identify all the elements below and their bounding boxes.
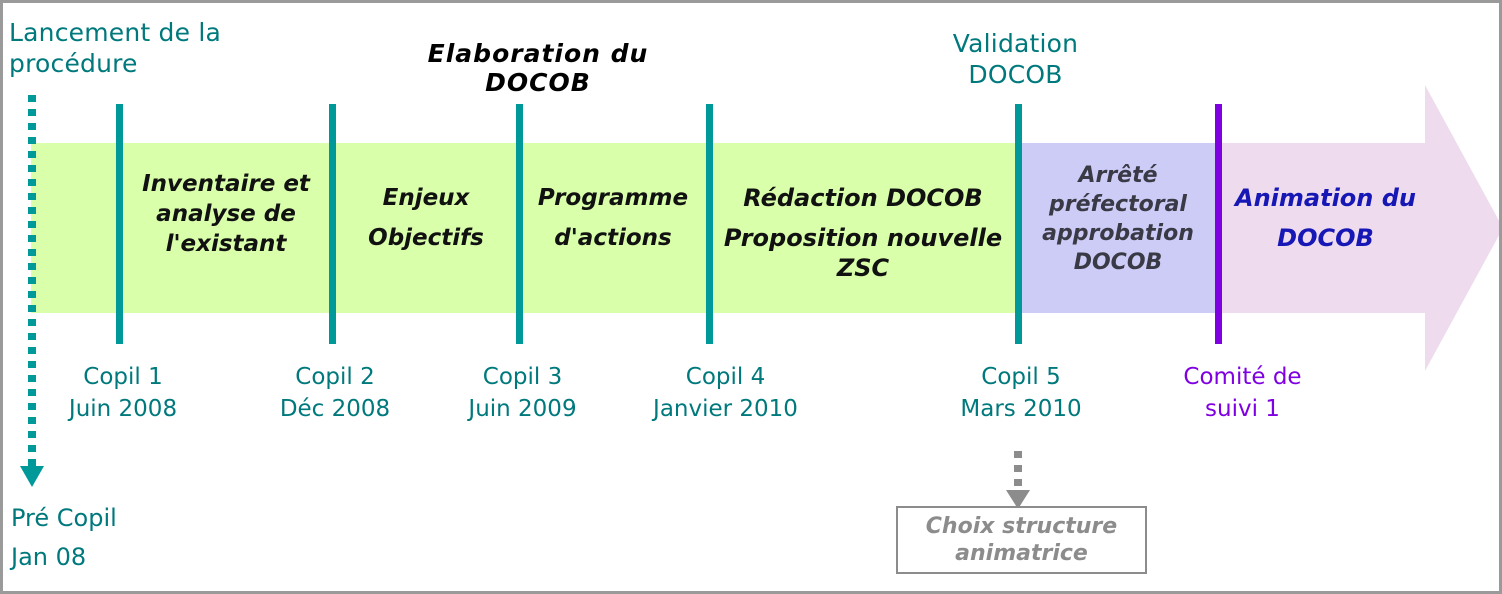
phase-line: l'existant	[165, 231, 287, 257]
phase-line: DOCOB	[1073, 250, 1163, 275]
phase-line: d'actions	[554, 225, 672, 251]
arrowhead-down-icon	[20, 466, 44, 487]
phase-spacer	[713, 213, 1013, 223]
milestone-date: suivi 1	[1205, 396, 1280, 422]
pre-copil-date: Jan 08	[11, 543, 87, 571]
phase-programme-actions: Programme d'actions	[523, 183, 703, 253]
milestone-label-copil-5: Copil 5 Mars 2010	[931, 361, 1111, 425]
phase-line: approbation	[1042, 221, 1194, 246]
elaboration-text: Elaboration du DOCOB	[427, 39, 649, 97]
phase-band-pink	[1218, 143, 1425, 313]
milestone-bar-comite-suivi-1	[1215, 104, 1222, 344]
milestone-bar-copil-2	[329, 104, 336, 344]
choix-line-2: animatrice	[955, 541, 1088, 566]
phase-enjeux-objectifs: Enjeux Objectifs	[341, 183, 511, 253]
dotted-connector-pre-copil	[28, 95, 36, 467]
phase-line: Objectifs	[368, 225, 484, 251]
milestone-date: Janvier 2010	[653, 396, 798, 422]
phase-line: Animation du	[1235, 184, 1416, 212]
phase-spacer	[341, 213, 511, 223]
milestone-label-comite-suivi-1: Comité de suivi 1	[1165, 361, 1320, 425]
phase-line: analyse de	[156, 201, 296, 227]
phase-inventaire-analyse: Inventaire et analyse de l'existant	[123, 169, 329, 259]
timeline-arrow-head	[1421, 85, 1499, 371]
pre-copil-name: Pré Copil	[11, 504, 117, 532]
phase-line: Arrêté	[1078, 163, 1158, 188]
phase-band-green	[31, 143, 1021, 313]
phase-band-lavender	[1021, 143, 1218, 313]
label-validation-docob: Validation DOCOB	[918, 28, 1113, 90]
phase-spacer	[523, 213, 703, 223]
lancement-line-1: Lancement de la	[9, 18, 222, 47]
label-pre-copil: Pré Copil Jan 08	[11, 499, 211, 577]
milestone-date: Mars 2010	[960, 396, 1082, 422]
phase-line: Proposition nouvelle	[723, 224, 1003, 252]
lancement-line-2: procédure	[9, 49, 138, 78]
milestone-label-copil-1: Copil 1 Juin 2008	[33, 361, 213, 425]
phase-line: DOCOB	[1277, 224, 1374, 252]
milestone-name: Copil 4	[685, 364, 766, 390]
milestone-label-copil-3: Copil 3 Juin 2009	[435, 361, 610, 425]
phase-line: ZSC	[836, 254, 890, 282]
milestone-date: Juin 2009	[468, 396, 577, 422]
phase-arrete-prefectoral: Arrêté préfectoral approbation DOCOB	[1027, 161, 1209, 277]
milestone-label-copil-4: Copil 4 Janvier 2010	[623, 361, 828, 425]
milestone-name: Copil 3	[482, 364, 563, 390]
choix-structure-animatrice-box: Choix structure animatrice	[896, 506, 1147, 574]
milestone-bar-copil-5	[1015, 104, 1022, 344]
milestone-name: Copil 5	[981, 364, 1061, 390]
arrowhead-down-icon	[1006, 490, 1030, 509]
choix-structure-text: Choix structure animatrice	[926, 513, 1117, 567]
phase-redaction-docob: Rédaction DOCOB Proposition nouvelle ZSC	[713, 183, 1013, 283]
dotted-connector-choix-structure	[1014, 451, 1022, 493]
phase-line: préfectoral	[1049, 192, 1187, 217]
phase-spacer	[1228, 213, 1423, 223]
choix-line-1: Choix structure	[925, 514, 1118, 539]
milestone-name: Comité de	[1183, 364, 1302, 390]
label-elaboration-docob: Elaboration du DOCOB	[373, 39, 703, 97]
milestone-bar-copil-1	[116, 104, 123, 344]
milestone-bar-copil-3	[516, 104, 523, 344]
phase-animation-docob: Animation du DOCOB	[1228, 183, 1423, 253]
milestone-label-copil-2: Copil 2 Déc 2008	[245, 361, 425, 425]
milestone-date: Juin 2008	[68, 396, 178, 422]
phase-line: Enjeux	[382, 185, 470, 211]
milestone-bar-copil-4	[706, 104, 713, 344]
phase-line: Inventaire et	[142, 171, 310, 197]
milestone-name: Copil 1	[83, 364, 163, 390]
validation-line-1: Validation	[952, 29, 1079, 58]
phase-line: Programme	[537, 185, 689, 211]
validation-line-2: DOCOB	[968, 60, 1063, 89]
milestone-name: Copil 2	[295, 364, 375, 390]
milestone-date: Déc 2008	[279, 396, 391, 422]
label-lancement-procedure: Lancement de la procédure	[9, 17, 269, 79]
phase-line: Rédaction DOCOB	[743, 184, 983, 212]
